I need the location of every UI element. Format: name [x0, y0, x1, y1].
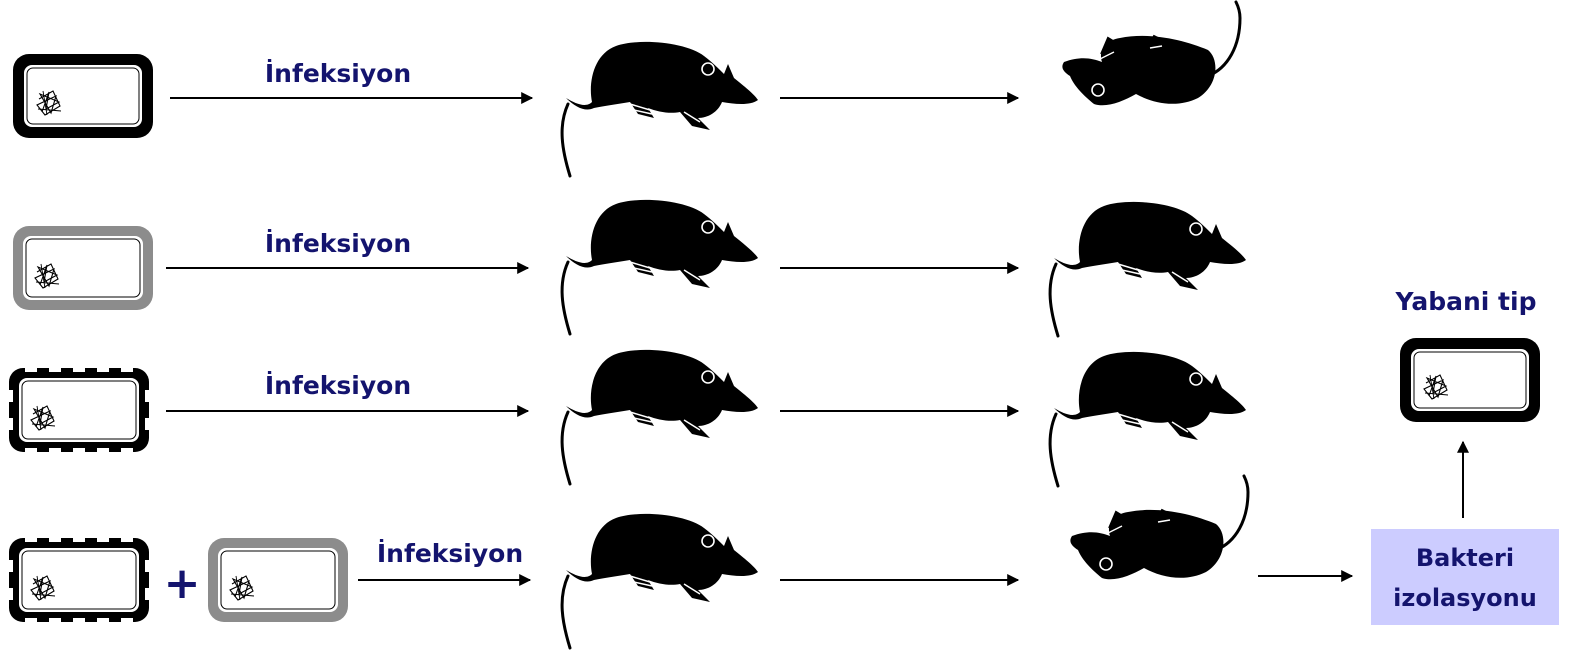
- infection-label-2: İnfeksiyon: [265, 228, 411, 258]
- dead-mouse-icon-1: [1062, 2, 1240, 105]
- recovered-wild-type-strain-box: [1400, 338, 1540, 422]
- infection-label-3: İnfeksiyon: [265, 370, 411, 400]
- dead-mouse-icon-4: [1070, 476, 1248, 579]
- isolation-box-line1: Bakteri: [1416, 544, 1514, 572]
- grey-mutant-strain-box-2: [208, 538, 348, 622]
- infection-label-4: İnfeksiyon: [377, 538, 523, 568]
- wild-type-label: Yabani tip: [1395, 287, 1537, 316]
- live-mouse-icon-3: [1050, 352, 1246, 486]
- notched-mutant-strain-box: [7, 366, 151, 454]
- grey-mutant-strain-box: [13, 226, 153, 310]
- mouse-icon-infected-1: [562, 42, 758, 176]
- mouse-icon-infected-3: [562, 350, 758, 484]
- live-mouse-icon-2: [1050, 202, 1246, 336]
- notched-mutant-strain-box-2: [7, 536, 151, 624]
- plus-sign: +: [164, 558, 201, 609]
- isolation-box-line2: izolasyonu: [1393, 584, 1537, 612]
- mouse-icon-infected-4: [562, 514, 758, 648]
- wild-type-strain-box: [13, 54, 153, 138]
- infection-label-1: İnfeksiyon: [265, 58, 411, 88]
- mouse-icon-infected-2: [562, 200, 758, 334]
